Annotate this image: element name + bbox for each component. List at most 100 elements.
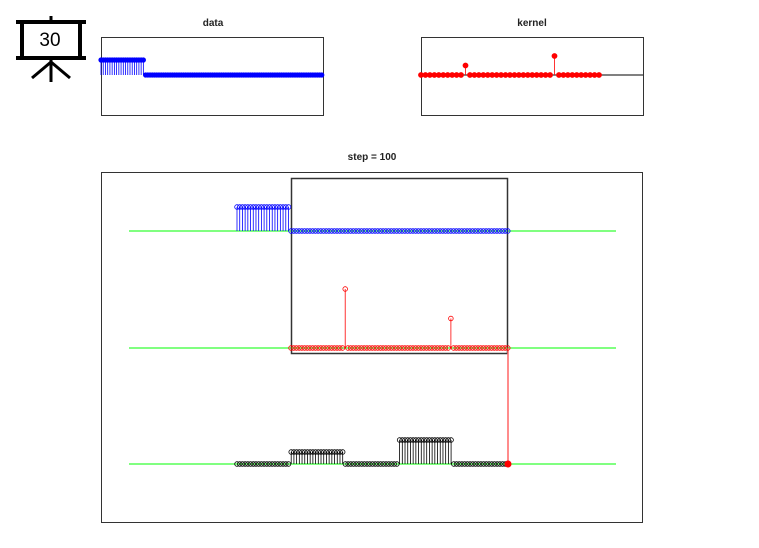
output-marker <box>461 461 468 467</box>
output-marker <box>255 461 262 467</box>
main-kernel-marker <box>309 345 316 351</box>
main-data-marker <box>396 228 403 234</box>
main-data-marker <box>266 204 273 210</box>
main-data-marker <box>318 228 324 234</box>
output-marker <box>456 461 462 467</box>
main-data-marker <box>328 228 335 234</box>
main-kernel-marker <box>415 345 422 351</box>
output-marker <box>380 461 387 467</box>
output-marker <box>239 461 246 467</box>
main-data-marker <box>494 228 500 234</box>
main-data-marker <box>331 228 338 234</box>
main-kernel-marker <box>334 345 340 351</box>
output-marker <box>410 437 416 443</box>
main-data-marker <box>404 228 411 234</box>
kernel-marker <box>462 62 469 69</box>
main-kernel-marker <box>467 345 473 351</box>
output-marker <box>247 461 254 467</box>
main-kernel-marker <box>393 345 400 351</box>
main-data-marker <box>269 204 275 210</box>
output-marker <box>269 461 275 467</box>
output-marker <box>342 461 349 467</box>
output-marker <box>258 461 265 467</box>
main-data-marker <box>237 204 243 210</box>
output-marker <box>494 461 500 467</box>
main-data-marker <box>299 228 305 234</box>
output-marker <box>293 449 300 455</box>
main-kernel-marker <box>377 345 384 351</box>
main-data-marker <box>429 228 435 234</box>
output-marker <box>467 461 473 467</box>
output-marker <box>242 461 248 467</box>
output-marker <box>453 461 460 467</box>
output-marker <box>261 461 267 467</box>
main-data-marker <box>445 228 451 234</box>
output-marker <box>402 437 408 443</box>
main-kernel-marker <box>456 345 462 351</box>
main-kernel-marker <box>461 345 468 351</box>
output-marker <box>421 437 427 443</box>
data-marker <box>319 72 325 78</box>
presentation-icon <box>16 16 86 84</box>
main-kernel-marker <box>318 345 324 351</box>
main-data-marker <box>478 228 484 234</box>
main-data-marker <box>461 228 468 234</box>
main-kernel-marker <box>453 345 460 351</box>
main-kernel-marker <box>288 345 294 351</box>
main-data-marker <box>431 228 438 234</box>
main-kernel-marker <box>404 345 411 351</box>
output-marker <box>323 449 330 455</box>
main-data-marker <box>337 228 343 234</box>
main-data-marker <box>372 228 378 234</box>
main-data-marker <box>377 228 384 234</box>
output-marker <box>312 449 319 455</box>
main-data-marker <box>234 204 240 210</box>
main-kernel-marker <box>399 345 405 351</box>
main-data-marker <box>280 204 286 210</box>
output-marker <box>497 461 503 467</box>
main-data-marker <box>369 228 375 234</box>
main-kernel-marker <box>448 315 454 322</box>
output-marker <box>445 437 452 443</box>
output-marker <box>272 461 278 467</box>
main-kernel-marker <box>440 345 446 351</box>
main-kernel-marker <box>293 345 300 351</box>
main-kernel-marker <box>353 345 359 351</box>
main-kernel-marker <box>323 345 329 351</box>
output-marker <box>266 461 273 467</box>
output-marker <box>264 461 270 467</box>
main-kernel-marker <box>402 345 408 351</box>
output-marker <box>296 449 303 455</box>
output-marker <box>299 449 305 455</box>
main-kernel-marker <box>431 345 438 351</box>
main-kernel-marker <box>304 345 310 351</box>
main-kernel-marker <box>307 345 313 351</box>
output-marker <box>491 461 498 467</box>
main-kernel-marker <box>291 345 297 351</box>
main-kernel-marker <box>342 286 348 292</box>
main-kernel-marker <box>410 345 416 351</box>
main-kernel-marker <box>315 345 321 351</box>
main-data-marker <box>491 228 497 234</box>
output-marker <box>375 461 381 467</box>
main-data-marker <box>312 228 319 234</box>
main-kernel-marker <box>328 345 335 351</box>
main-data-marker <box>264 204 270 210</box>
output-marker <box>367 461 373 467</box>
main-kernel-marker <box>312 345 319 351</box>
main-data-marker <box>385 228 392 234</box>
main-kernel-marker <box>391 345 397 351</box>
main-data-marker <box>391 228 397 234</box>
main-kernel-marker <box>320 345 327 351</box>
output-marker <box>480 461 487 467</box>
kernel-marker <box>547 72 553 78</box>
main-data-marker <box>272 204 278 210</box>
main-kernel-marker <box>412 345 419 351</box>
output-marker <box>283 461 289 467</box>
output-marker <box>442 437 449 443</box>
main-data-marker <box>499 228 506 234</box>
output-marker <box>418 437 424 443</box>
kernel-marker <box>551 53 558 59</box>
output-marker <box>478 461 484 467</box>
output-marker <box>339 449 346 455</box>
